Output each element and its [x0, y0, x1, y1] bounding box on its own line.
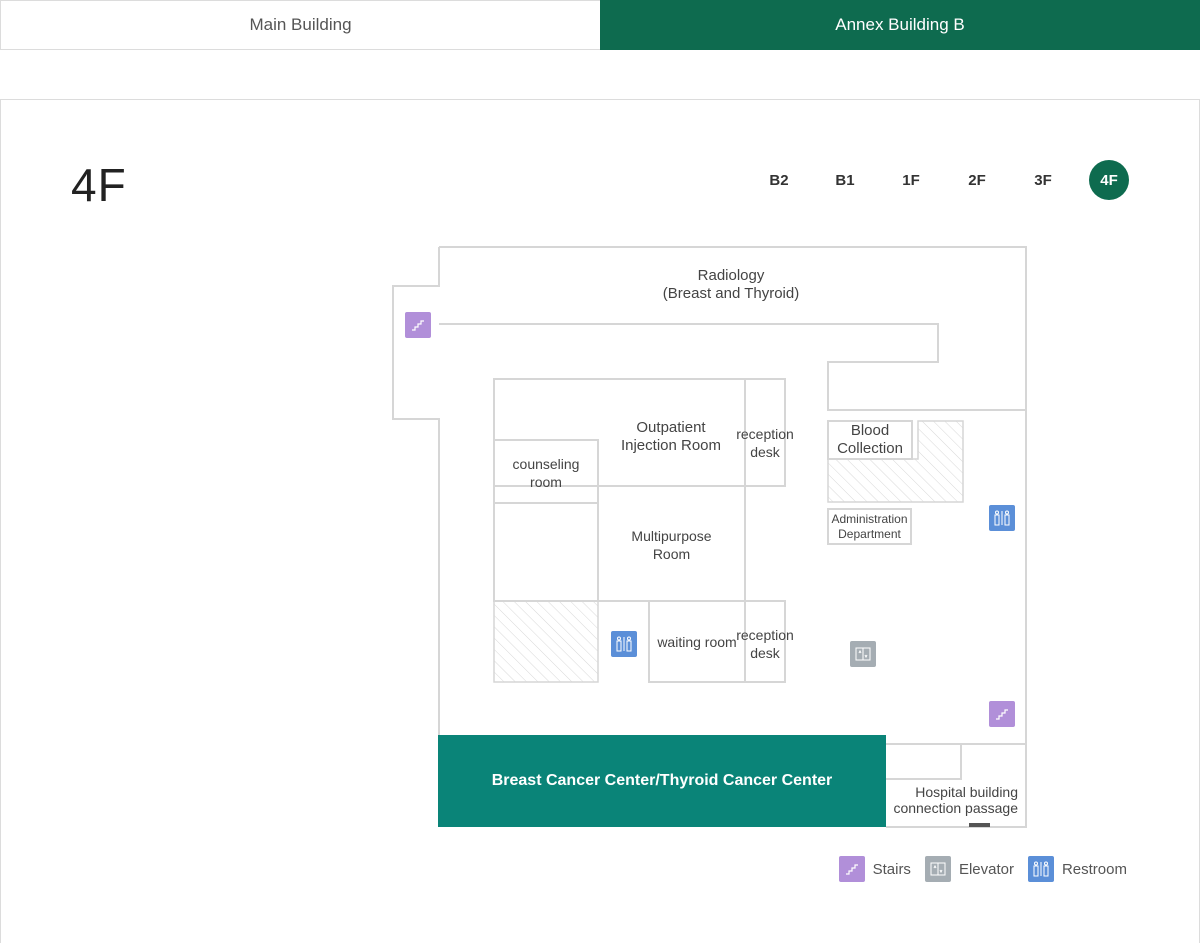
room-outpatient-injection: Outpatient Injection Room — [601, 417, 741, 457]
floor-plan: Radiology (Breast and Thyroid) Outpatien… — [1, 100, 1200, 943]
legend-restroom: Restroom — [1027, 856, 1127, 882]
connection-passage-label-2: connection passage — [893, 800, 1018, 816]
room-multipurpose-label-2: Room — [652, 546, 691, 562]
floor-button-b1[interactable]: B1 — [835, 171, 855, 189]
floor-plan-walls — [392, 246, 1027, 828]
floor-map-panel: 4F B2 B1 1F 2F 3F 4F — [0, 99, 1200, 943]
room-reception-desk-lower-label-2: desk — [750, 645, 780, 661]
legend-stairs-label: Stairs — [872, 860, 911, 878]
room-reception-desk-upper-label-2: desk — [750, 444, 780, 460]
room-counseling: counseling room — [494, 453, 598, 493]
floor-button-4f[interactable]: 4F — [1089, 160, 1129, 200]
building-tabs: Main Building Annex Building B — [0, 0, 1200, 50]
elevator-icon — [924, 856, 951, 882]
floor-button-b2[interactable]: B2 — [769, 171, 789, 189]
room-administration-label-1: Administration — [831, 511, 908, 526]
room-administration: Administration Department — [828, 509, 911, 544]
floor-selector: B2 B1 1F 2F 3F 4F — [759, 160, 1129, 200]
breast-thyroid-cancer-center: Breast Cancer Center/Thyroid Cancer Cent… — [438, 735, 886, 827]
room-blood-collection-label-2: Collection — [837, 440, 903, 457]
connection-passage: Hospital building connection passage — [889, 783, 1024, 817]
room-reception-desk-lower: reception desk — [735, 624, 795, 664]
room-radiology: Radiology (Breast and Thyroid) — [561, 265, 901, 305]
room-multipurpose: Multipurpose Room — [598, 525, 745, 565]
floor-title: 4F — [71, 159, 127, 211]
elevator-icon — [850, 641, 876, 667]
floor-button-1f[interactable]: 1F — [902, 171, 920, 189]
tab-main-building[interactable]: Main Building — [0, 0, 600, 50]
room-reception-desk-upper-label-1: reception — [736, 426, 794, 442]
stairs-icon — [989, 701, 1015, 727]
room-blood-collection: Blood Collection — [828, 421, 912, 459]
restroom-icon — [1027, 856, 1054, 882]
room-radiology-sublabel: (Breast and Thyroid) — [662, 285, 800, 302]
tab-annex-building-b[interactable]: Annex Building B — [600, 0, 1200, 50]
room-administration-label-2: Department — [838, 526, 901, 541]
room-reception-desk-upper: reception desk — [735, 423, 795, 463]
legend-elevator: Elevator — [924, 856, 1014, 882]
floor-button-3f[interactable]: 3F — [1034, 171, 1052, 189]
room-outpatient-injection-label-2: Injection Room — [620, 437, 722, 454]
floor-button-2f[interactable]: 2F — [968, 171, 986, 189]
room-counseling-label-2: room — [530, 474, 562, 490]
stairs-icon — [838, 856, 865, 882]
room-blood-collection-label-1: Blood — [850, 422, 890, 439]
restroom-icon — [989, 505, 1015, 531]
room-reception-desk-lower-label-1: reception — [736, 627, 794, 643]
restroom-icon — [611, 631, 637, 657]
room-outpatient-injection-label-1: Outpatient — [636, 419, 706, 436]
connection-passage-label-1: Hospital building — [915, 784, 1018, 800]
legend-restroom-label: Restroom — [1061, 860, 1127, 878]
room-waiting-label: waiting room — [657, 634, 737, 650]
stairs-icon — [405, 312, 431, 338]
room-waiting: waiting room — [649, 622, 745, 662]
map-legend: Stairs Elevator Restroom — [838, 856, 1127, 882]
room-multipurpose-label-1: Multipurpose — [631, 528, 712, 544]
legend-stairs: Stairs — [838, 856, 911, 882]
room-counseling-label-1: counseling — [512, 456, 580, 472]
legend-elevator-label: Elevator — [958, 860, 1014, 878]
room-radiology-label: Radiology — [697, 267, 765, 284]
